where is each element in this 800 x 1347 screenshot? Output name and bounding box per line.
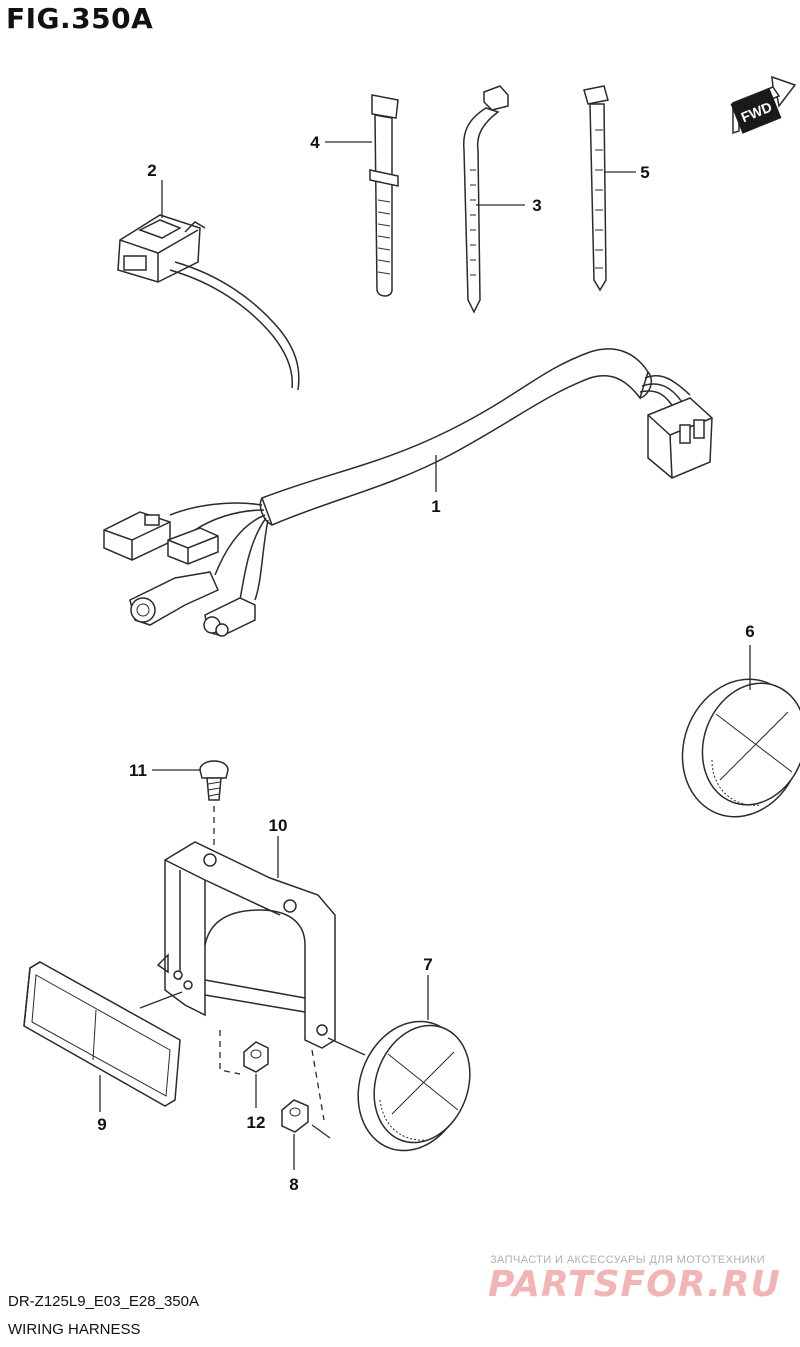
part-8-nut <box>281 1049 331 1170</box>
figure-code: DR-Z125L9_E03_E28_350A <box>8 1293 199 1310</box>
part-2-switch <box>117 214 300 391</box>
callout-10: 10 <box>269 816 288 835</box>
callout-1: 1 <box>431 497 440 516</box>
callout-7: 7 <box>423 955 432 974</box>
callout-4: 4 <box>310 133 320 152</box>
part-3-cable-tie <box>462 85 509 314</box>
part-7-round-reflector <box>327 1020 471 1152</box>
watermark-subtitle: ЗАПЧАСТИ И АКСЕССУАРЫ ДЛЯ МОТОТЕХНИКИ <box>490 1254 766 1266</box>
part-11-screw <box>199 760 229 850</box>
callout-3: 3 <box>532 196 541 215</box>
callout-9: 9 <box>97 1115 106 1134</box>
part-9-rectangular-reflector <box>23 961 183 1112</box>
callout-12: 12 <box>247 1113 266 1132</box>
part-5-cable-tie <box>583 85 609 292</box>
part-1-wiring-harness <box>103 348 713 637</box>
figure-name: WIRING HARNESS <box>8 1321 141 1338</box>
callout-6: 6 <box>745 622 754 641</box>
watermark-logo: PARTSFOR.RU <box>488 1264 781 1305</box>
part-10-bracket <box>156 841 336 1049</box>
callout-5: 5 <box>640 163 649 182</box>
part-12-nut <box>219 1030 269 1108</box>
callout-11: 11 <box>129 761 147 780</box>
part-4-clamp-tie <box>369 94 399 297</box>
part-6-round-reflector <box>681 678 800 818</box>
callout-2: 2 <box>147 161 156 180</box>
callout-8: 8 <box>289 1175 298 1194</box>
forward-direction-arrow: FWD <box>730 75 797 135</box>
figure-title: FIG.350A <box>6 2 154 35</box>
